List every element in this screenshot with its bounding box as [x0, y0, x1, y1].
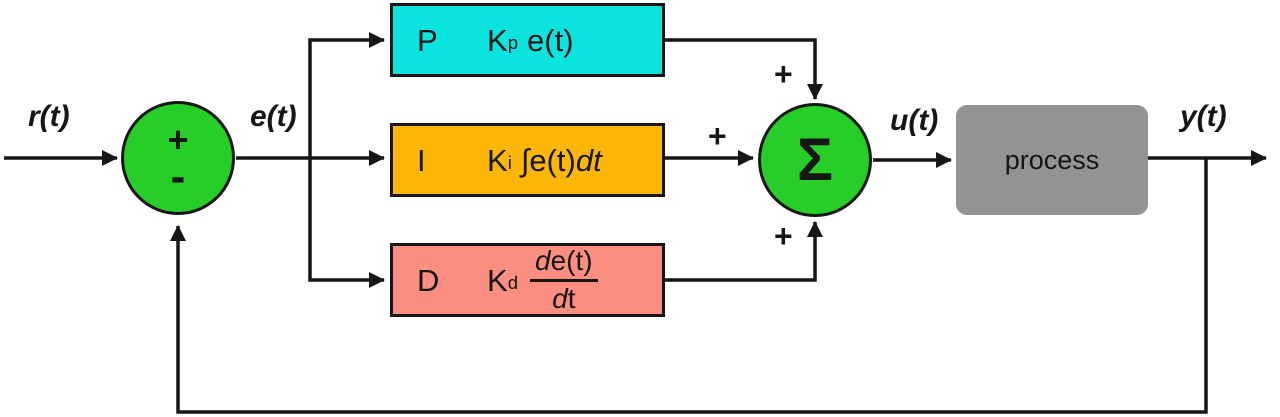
- d-fraction-numerator: de(t): [530, 245, 598, 282]
- d-num-differential: d: [535, 244, 551, 276]
- d-fraction-denominator: dt: [552, 282, 575, 315]
- d-num-expression: e(t): [550, 244, 593, 276]
- control-signal-label: u(t): [890, 104, 939, 137]
- i-block-letter: I: [417, 142, 426, 178]
- wire-p-out: [665, 38, 823, 100]
- p-coeff: K: [487, 22, 508, 58]
- d-den-differential: d: [552, 283, 568, 314]
- comparator-junction: + -: [121, 101, 235, 215]
- d-fraction: de(t)dt: [530, 245, 598, 315]
- process-block: process: [956, 105, 1148, 215]
- sigma-symbol: Σ: [796, 126, 834, 193]
- d-block-letter: D: [417, 262, 440, 298]
- d-coeff: K: [487, 262, 508, 298]
- wire-feedback: [170, 158, 1208, 414]
- error-signal-label: e(t): [250, 100, 297, 133]
- wire-d-out: [665, 221, 823, 282]
- summer-plus-top-sign: +: [774, 56, 793, 92]
- i-integrand: ∫e(t): [520, 142, 576, 178]
- wire-p-branch: [308, 32, 385, 158]
- output-signal-label: y(t): [1180, 100, 1227, 133]
- sum-junction: Σ: [758, 103, 872, 217]
- i-differential: dt: [575, 142, 602, 178]
- process-block-label: process: [1004, 144, 1100, 175]
- p-expression: e(t): [527, 22, 574, 58]
- summer-plus-bottom-sign: +: [774, 218, 793, 254]
- summer-plus-left-sign: +: [708, 118, 727, 154]
- p-block-letter: P: [417, 22, 438, 58]
- wire-d-branch: [308, 158, 385, 288]
- comparator-minus-sign: -: [170, 152, 186, 202]
- comparator-plus-sign: +: [167, 118, 189, 160]
- reference-signal-label: r(t): [28, 100, 70, 133]
- d-den-variable: t: [567, 283, 576, 314]
- i-coeff: K: [487, 142, 508, 178]
